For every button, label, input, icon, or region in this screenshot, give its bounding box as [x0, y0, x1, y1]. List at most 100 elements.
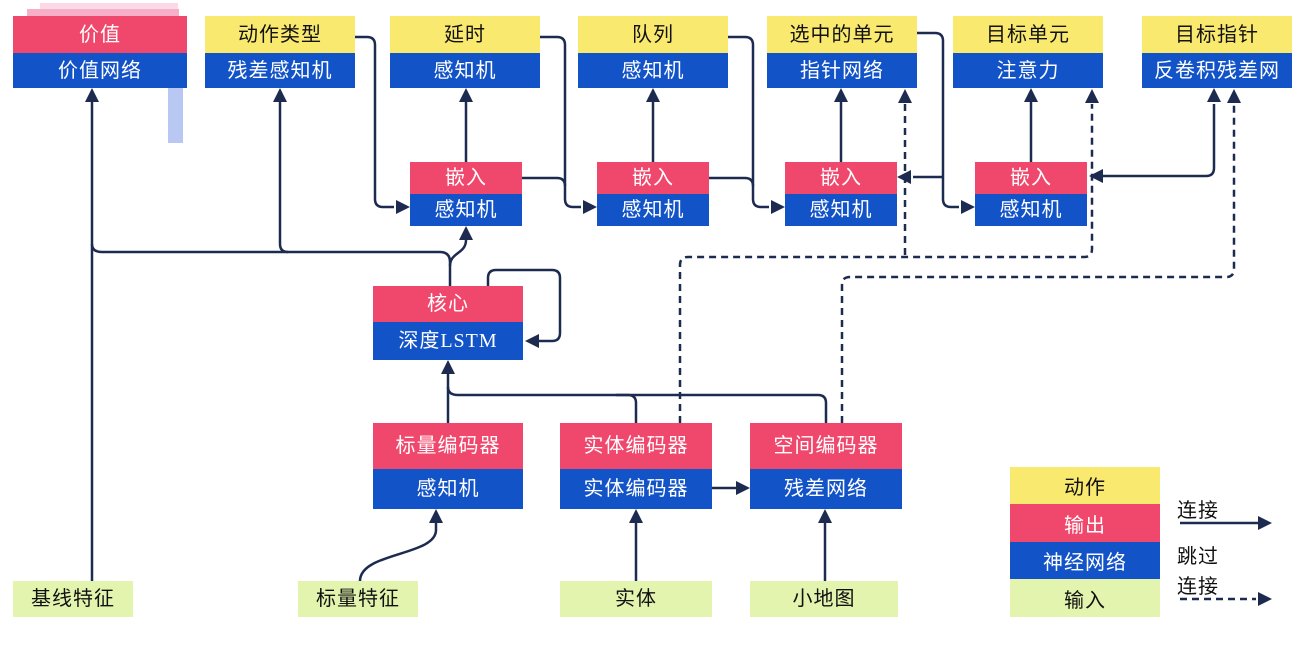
line-selected-to-embed4 — [917, 31, 959, 209]
skip-spatial-to-deconv — [840, 103, 1236, 423]
core-label: 核心 — [373, 286, 523, 322]
arrowhead — [629, 509, 643, 523]
legend-output-label: 输出 — [1010, 504, 1160, 542]
line-embed2-merge — [709, 176, 755, 187]
embed-2: 嵌入 感知机 — [597, 162, 709, 226]
stacked-card-shadow — [27, 9, 179, 17]
head-queue-label: 队列 — [578, 16, 728, 53]
embed-1-label: 嵌入 — [410, 162, 522, 194]
embed-4: 嵌入 感知机 — [975, 162, 1087, 226]
arrowhead — [834, 88, 848, 102]
arrowhead — [1085, 89, 1099, 103]
encoder-spatial-network-label: 残差网络 — [750, 469, 902, 509]
line-core-out-left — [90, 243, 452, 286]
arrowhead — [1089, 169, 1103, 183]
head-value-output-label: 价值 — [13, 16, 187, 53]
head-selected-units-network-label: 指针网络 — [767, 53, 917, 88]
head-value-network-label: 价值网络 — [13, 53, 187, 88]
core-network-label: 深度LSTM — [373, 322, 523, 360]
head-target-unit-label: 目标单元 — [953, 16, 1103, 53]
legend-network-label: 神经网络 — [1010, 542, 1160, 579]
stacked-card-shadow — [40, 3, 178, 11]
legend-action-label: 动作 — [1010, 467, 1160, 504]
embed-2-network-label: 感知机 — [597, 194, 709, 226]
embed-2-label: 嵌入 — [597, 162, 709, 194]
embed-3-network-label: 感知机 — [785, 194, 897, 226]
legend-color-key: 动作 输出 神经网络 输入 — [1010, 467, 1160, 617]
arrowhead — [1207, 88, 1221, 102]
line-scalarfeat-up — [358, 519, 438, 582]
arrowhead — [441, 360, 455, 374]
encoder-entity-network-label: 实体编码器 — [560, 469, 712, 509]
head-queue: 队列 感知机 — [578, 16, 728, 88]
arrowhead — [1227, 89, 1241, 103]
arrowhead — [396, 200, 410, 214]
arrowhead — [1258, 592, 1272, 606]
arrowhead — [818, 509, 832, 523]
line-core-to-embed1 — [448, 235, 468, 267]
arrowhead — [85, 88, 99, 102]
input-minimap-label: 小地图 — [750, 581, 898, 617]
arrowhead — [736, 481, 750, 495]
line-entity-merge — [616, 393, 638, 423]
line-embed4-to-targetpoint — [1103, 104, 1216, 178]
embed-3-label: 嵌入 — [785, 162, 897, 194]
input-baseline-features-label: 基线特征 — [13, 581, 133, 617]
arrowhead — [771, 200, 785, 214]
encoder-scalar: 标量编码器 感知机 — [373, 423, 523, 509]
arrowhead — [429, 509, 443, 523]
arrowhead — [273, 88, 287, 102]
stacked-card-shadow — [168, 88, 183, 143]
legend-solid-connection-label: 连接 — [1177, 500, 1219, 522]
head-target-point-label: 目标指针 — [1142, 16, 1292, 53]
head-action-type-label: 动作类型 — [205, 16, 355, 53]
legend-input-label: 输入 — [1010, 579, 1160, 617]
line-delay-to-embed2 — [540, 35, 581, 209]
head-target-point-network-label: 反卷积残差网 — [1142, 53, 1292, 88]
input-entities-label: 实体 — [560, 581, 712, 617]
embed-4-label: 嵌入 — [975, 162, 1087, 194]
head-target-unit-network-label: 注意力 — [953, 53, 1103, 88]
arrowhead — [1258, 516, 1272, 530]
encoder-spatial: 空间编码器 残差网络 — [750, 423, 902, 509]
input-scalar-features: 标量特征 — [298, 581, 418, 617]
head-target-unit: 目标单元 注意力 — [953, 16, 1103, 88]
line-branch-action-type — [278, 97, 289, 254]
encoder-scalar-label: 标量编码器 — [373, 423, 523, 469]
input-scalar-features-label: 标量特征 — [298, 581, 418, 617]
arrowhead — [459, 88, 473, 102]
input-minimap: 小地图 — [750, 581, 898, 617]
embed-1-network-label: 感知机 — [410, 194, 522, 226]
line-core-self-loop — [486, 268, 562, 343]
head-delay: 延时 感知机 — [390, 16, 540, 88]
head-delay-label: 延时 — [390, 16, 540, 53]
arrowhead — [961, 200, 975, 214]
head-queue-network-label: 感知机 — [578, 53, 728, 88]
head-delay-network-label: 感知机 — [390, 53, 540, 88]
arrowhead — [583, 200, 597, 214]
line-actiontype-to-embed1 — [355, 35, 394, 209]
line-spatial-merge — [446, 386, 828, 423]
line-embed1-merge — [522, 176, 567, 187]
encoder-scalar-network-label: 感知机 — [373, 469, 523, 509]
arrowhead — [898, 89, 912, 103]
head-selected-units: 选中的单元 指针网络 — [767, 16, 917, 88]
arrowhead — [897, 170, 911, 184]
input-entities: 实体 — [560, 581, 712, 617]
encoder-entity-label: 实体编码器 — [560, 423, 712, 469]
head-target-point: 目标指针 反卷积残差网 — [1142, 16, 1292, 88]
legend-skip-label-line1: 跳过 — [1177, 546, 1219, 568]
head-action-type: 动作类型 残差感知机 — [205, 16, 355, 88]
embed-1: 嵌入 感知机 — [410, 162, 522, 226]
legend-skip-label-line2: 连接 — [1177, 576, 1219, 598]
arrowhead — [459, 226, 473, 240]
input-baseline-features: 基线特征 — [13, 581, 133, 617]
arrowhead — [525, 334, 539, 348]
head-action-type-network-label: 残差感知机 — [205, 53, 355, 88]
arrowhead — [646, 88, 660, 102]
core: 核心 深度LSTM — [373, 286, 523, 360]
head-selected-units-label: 选中的单元 — [767, 16, 917, 53]
encoder-entity: 实体编码器 实体编码器 — [560, 423, 712, 509]
embed-3: 嵌入 感知机 — [785, 162, 897, 226]
